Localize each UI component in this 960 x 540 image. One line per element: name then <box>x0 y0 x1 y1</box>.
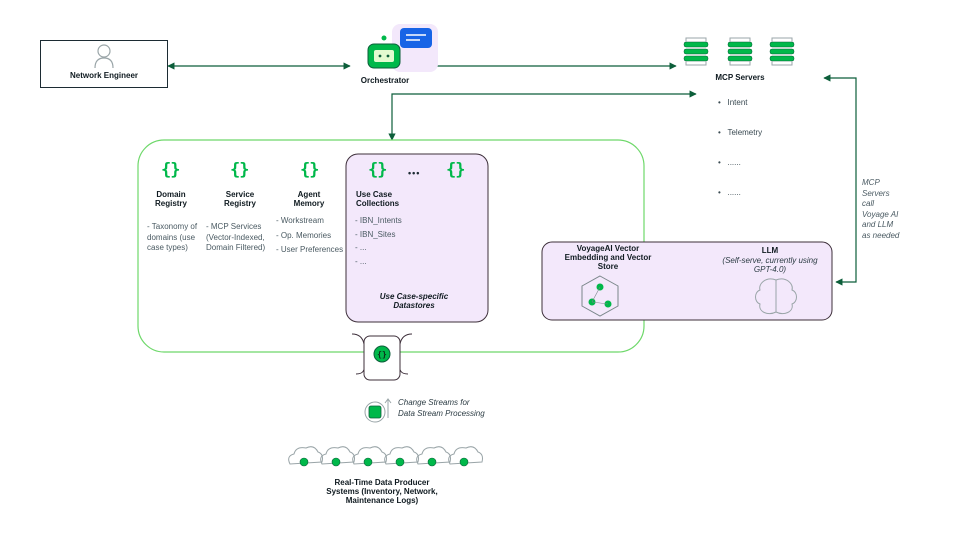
mcp-item: • ...... <box>718 188 741 197</box>
curly-braces-icon: {} <box>446 160 466 180</box>
use-case-item: - ... <box>355 243 367 252</box>
mcp-servers-label: MCP Servers <box>715 73 765 82</box>
domain-registry-title: Domain Registry <box>154 190 187 208</box>
cloud-icon <box>384 446 419 467</box>
cloud-icon <box>320 446 355 467</box>
curly-braces-icon: {} <box>300 160 320 180</box>
network-engineer-box: Network Engineer <box>40 40 168 88</box>
cloud-icon <box>288 446 323 467</box>
cloud-icon <box>416 446 451 467</box>
use-case-list: - IBN_Intents - IBN_Sites - ... - ... <box>355 216 445 267</box>
mcp-server-icons <box>683 37 795 66</box>
orchestrator-label: Orchestrator <box>360 76 410 85</box>
llm-sublabel: (Self-serve, currently using GPT-4.0) <box>722 256 818 274</box>
agent-memory-title: Agent Memory <box>293 190 325 208</box>
network-engineer-label: Network Engineer <box>69 71 138 80</box>
mcp-item: • ...... <box>718 158 741 167</box>
mcp-server-icon <box>769 37 795 66</box>
producers-label: Real-Time Data Producer Systems (Invento… <box>326 478 438 505</box>
cloud-icon <box>448 446 483 467</box>
mcp-item: • Telemetry <box>718 128 763 137</box>
agent-memory-item: - Op. Memories <box>276 230 332 240</box>
orchestrator-icon <box>360 24 440 76</box>
service-registry-desc: - MCP Services (Vector-Indexed, Domain F… <box>206 222 266 252</box>
person-icon <box>93 44 115 69</box>
producer-clouds <box>288 446 483 467</box>
use-case-item: - ... <box>355 256 367 266</box>
cloud-icon <box>352 446 387 467</box>
use-case-panel <box>345 153 489 323</box>
use-case-item: - IBN_Intents <box>355 216 402 225</box>
agent-memory-item: - Workstream <box>276 216 324 225</box>
mcp-server-icon <box>683 37 709 66</box>
mcp-to-llm-arrow <box>823 74 857 286</box>
service-registry-title: Service Registry <box>223 190 256 208</box>
vector-store-icon <box>581 275 619 317</box>
more-collections-ellipsis: ••• <box>408 168 421 178</box>
mcp-server-icon <box>727 37 753 66</box>
change-streams-label: Change Streams for Data Stream Processin… <box>398 398 485 418</box>
mcp-to-datastore-arrow <box>388 90 697 141</box>
mcp-item: • Intent <box>718 98 748 107</box>
curly-braces-icon: {} <box>368 160 388 180</box>
llm-label: LLM <box>761 246 779 255</box>
use-case-item: - IBN_Sites <box>355 229 396 239</box>
svg-text:{}: {} <box>377 350 387 359</box>
agent-memory-desc: - Workstream - Op. Memories - User Prefe… <box>276 216 344 256</box>
mcp-note: MCP Servers call Voyage AI and LLM as ne… <box>862 178 900 240</box>
agent-memory-item: - User Preferences <box>276 245 344 254</box>
use-case-footer: Use Case-specific Datastores <box>379 292 449 310</box>
use-case-collections-title: Use Case Collections <box>356 190 400 208</box>
curly-braces-icon: {} <box>230 160 250 180</box>
brain-icon <box>755 278 797 315</box>
domain-registry-desc: - Taxonomy of domains (use case types) <box>147 222 198 252</box>
curly-braces-icon: {} <box>161 160 181 180</box>
voyage-label: VoyageAI Vector Embedding and Vector Sto… <box>564 244 652 271</box>
ai-panel <box>541 241 833 321</box>
change-stream-icon <box>364 398 392 423</box>
